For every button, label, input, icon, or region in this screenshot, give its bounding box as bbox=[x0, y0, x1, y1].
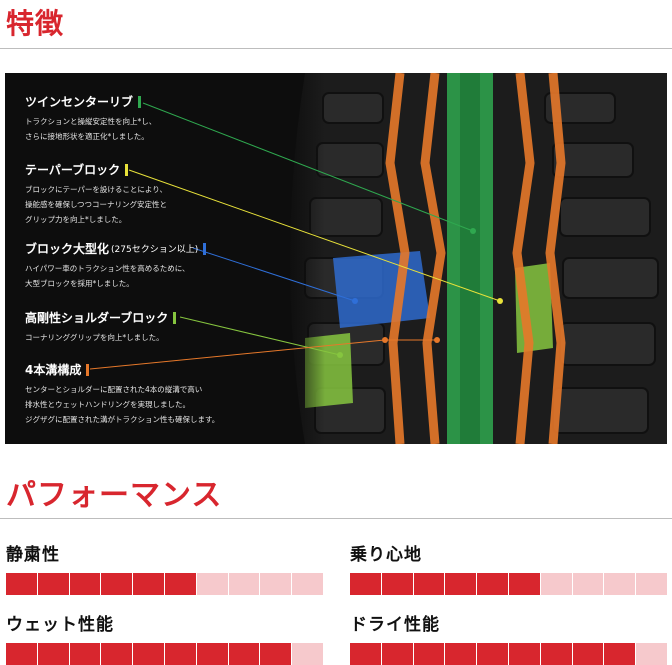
rating-segment-filled bbox=[228, 643, 260, 665]
rating-segment-filled bbox=[508, 643, 540, 665]
feature-desc-line: センターとショルダーに配置された4本の縦溝で高い bbox=[25, 385, 203, 394]
tire-tread-illustration bbox=[89, 73, 667, 444]
perf-label: ドライ性能 bbox=[350, 615, 440, 635]
feature-desc-line: 操舵感を確保しつつコーナリング安定性と bbox=[25, 200, 168, 209]
feature-desc-line: ジグザグに配置された溝がトラクション性も確保します。 bbox=[25, 415, 220, 424]
rating-segment-filled bbox=[37, 573, 69, 595]
perf-dry: ドライ性能 bbox=[350, 610, 667, 665]
feature-desc-line: さらに接地形状を適正化*しました。 bbox=[25, 132, 149, 141]
rating-segment-filled bbox=[477, 643, 508, 665]
perf-label: 静粛性 bbox=[6, 545, 60, 565]
rating-segment-filled bbox=[350, 573, 381, 595]
rating-segment-filled bbox=[101, 643, 133, 665]
rating-segment-filled bbox=[413, 643, 445, 665]
rating-segment-filled bbox=[381, 643, 413, 665]
rating-segment-empty bbox=[604, 573, 636, 595]
feature-shoulder-block: 高剛性ショルダーブロック コーナリンググリップを向上*しました。 bbox=[25, 309, 177, 345]
rating-segment-filled bbox=[477, 573, 508, 595]
rating-segment-filled bbox=[508, 573, 540, 595]
divider bbox=[0, 48, 672, 49]
rating-segment-filled bbox=[350, 643, 381, 665]
rating-segment-filled bbox=[133, 643, 164, 665]
rating-segment-filled bbox=[445, 573, 477, 595]
perf-wet: ウェット性能 bbox=[6, 610, 323, 665]
feature-title: テーパーブロック bbox=[25, 163, 121, 177]
rating-segment-filled bbox=[69, 573, 101, 595]
rating-segment-filled bbox=[445, 643, 477, 665]
perf-label: ウェット性能 bbox=[6, 615, 114, 635]
feature-title: ツインセンターリブ bbox=[25, 95, 134, 109]
rating-segment-filled bbox=[69, 643, 101, 665]
feature-title: ブロック大型化 bbox=[25, 242, 110, 256]
rating-segment-filled bbox=[572, 643, 604, 665]
rating-bar bbox=[350, 573, 667, 595]
rating-segment-filled bbox=[37, 643, 69, 665]
rating-segment-filled bbox=[164, 573, 196, 595]
rating-segment-filled bbox=[6, 643, 37, 665]
feature-desc-line: コーナリンググリップを向上*しました。 bbox=[25, 333, 164, 342]
rating-segment-empty bbox=[260, 573, 292, 595]
rating-segment-filled bbox=[101, 573, 133, 595]
feature-desc-line: ブロックにテーパーを設けることにより、 bbox=[25, 185, 167, 194]
rating-segment-filled bbox=[6, 573, 37, 595]
rating-bar bbox=[6, 643, 323, 665]
rating-segment-filled bbox=[133, 573, 164, 595]
rating-bar bbox=[350, 643, 667, 665]
feature-panel: ツインセンターリブ トラクションと操縦安定性を向上*し、 さらに接地形状を適正化… bbox=[5, 73, 667, 444]
rating-segment-empty bbox=[636, 573, 667, 595]
rating-segment-empty bbox=[292, 643, 323, 665]
feature-title-suffix: (275セクション以上) bbox=[111, 245, 199, 255]
perf-quietness: 静粛性 bbox=[6, 540, 323, 595]
perf-ride-comfort: 乗り心地 bbox=[350, 540, 667, 595]
rating-segment-filled bbox=[604, 643, 636, 665]
color-marker bbox=[173, 311, 177, 324]
rating-segment-filled bbox=[540, 643, 572, 665]
rating-segment-filled bbox=[196, 643, 228, 665]
rating-segment-empty bbox=[228, 573, 260, 595]
feature-large-block: ブロック大型化 (275セクション以上) ハイパワー車のトラクション性を高めるた… bbox=[25, 240, 207, 291]
perf-label: 乗り心地 bbox=[350, 545, 422, 565]
color-marker bbox=[203, 242, 207, 255]
rating-segment-empty bbox=[572, 573, 604, 595]
feature-desc-line: 排水性とウェットハンドリングを実現しました。 bbox=[25, 400, 190, 409]
performance-title: パフォーマンス bbox=[6, 478, 223, 513]
feature-four-grooves: 4本溝構成 センターとショルダーに配置された4本の縦溝で高い 排水性とウェットハ… bbox=[25, 361, 219, 427]
features-title: 特徴 bbox=[6, 7, 65, 40]
color-marker bbox=[138, 95, 142, 108]
rating-segment-filled bbox=[381, 573, 413, 595]
rating-segment-filled bbox=[260, 643, 292, 665]
rating-bar bbox=[6, 573, 323, 595]
rating-segment-filled bbox=[164, 643, 196, 665]
feature-title: 高剛性ショルダーブロック bbox=[25, 311, 169, 325]
rating-segment-empty bbox=[196, 573, 228, 595]
feature-title: 4本溝構成 bbox=[25, 363, 82, 377]
rating-segment-empty bbox=[636, 643, 667, 665]
feature-twin-center-rib: ツインセンターリブ トラクションと操縦安定性を向上*し、 さらに接地形状を適正化… bbox=[25, 93, 156, 144]
rating-segment-empty bbox=[292, 573, 323, 595]
feature-taper-block: テーパーブロック ブロックにテーパーを設けることにより、 操舵感を確保しつつコー… bbox=[25, 161, 167, 227]
color-marker bbox=[86, 363, 90, 376]
feature-desc-line: ハイパワー車のトラクション性を高めるために、 bbox=[25, 264, 190, 273]
rating-segment-filled bbox=[413, 573, 445, 595]
feature-desc-line: 大型ブロックを採用*しました。 bbox=[25, 279, 134, 288]
rating-segment-empty bbox=[540, 573, 572, 595]
feature-desc-line: グリップ力を向上*しました。 bbox=[25, 215, 127, 224]
divider bbox=[0, 518, 672, 519]
color-marker bbox=[125, 163, 129, 176]
feature-desc-line: トラクションと操縦安定性を向上*し、 bbox=[25, 117, 157, 126]
